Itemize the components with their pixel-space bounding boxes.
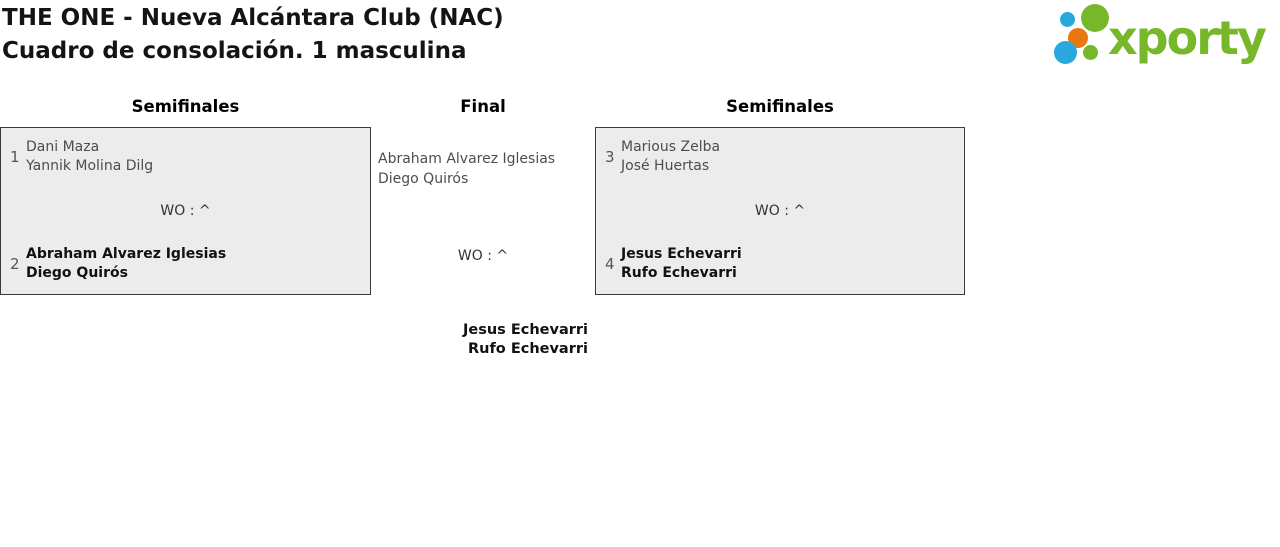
team-players: Jesus Echevarri Rufo Echevarri [621,245,742,283]
final-match-result: WO : ^ [457,248,509,264]
seed-number: 3 [605,148,615,166]
page-title-line2: Cuadro de consolación. 1 masculina [2,38,467,64]
logo-dot-green-large-icon [1081,4,1109,32]
team-seed-2-winner: 2 Abraham Alvarez Iglesias Diego Quirós [10,245,360,283]
match-result: WO : ^ [160,203,211,219]
round-header-final: Final [460,97,506,116]
final-top-team: Abraham Alvarez Iglesias Diego Quirós [378,150,555,189]
player-name: Diego Quirós [26,265,128,281]
logo-wordmark: xporty [1108,11,1267,65]
player-name: Jesus Echevarri [621,246,742,262]
logo-dot-blue-small-icon [1060,12,1075,27]
champion-team: Jesus Echevarri Rufo Echevarri [378,321,588,359]
match-semifinal-2: 3 Marious Zelba José Huertas WO : ^ 4 Je… [595,127,965,295]
seed-number: 1 [10,148,20,166]
page-title: THE ONE - Nueva Alcántara Club (NAC) Cua… [2,2,504,68]
player-name: Marious Zelba [621,139,721,155]
player-name: Rufo Echevarri [621,265,737,281]
match-semifinal-1: 1 Dani Maza Yannik Molina Dilg WO : ^ 2 … [0,127,371,295]
team-seed-1: 1 Dani Maza Yannik Molina Dilg [10,138,360,176]
player-name: Abraham Alvarez Iglesias [26,246,227,262]
player-name: Dani Maza [26,139,100,155]
player-name: Abraham Alvarez Iglesias [378,151,556,167]
xporty-logo[interactable]: xporty [1046,4,1276,70]
team-players: Abraham Alvarez Iglesias Diego Quirós [26,245,226,283]
logo-dot-blue-large-icon [1054,41,1077,64]
team-seed-3: 3 Marious Zelba José Huertas [605,138,954,176]
champion-player-name: Rufo Echevarri [468,341,588,357]
team-players: Marious Zelba José Huertas [621,138,720,176]
player-name: Diego Quirós [378,170,469,187]
team-seed-4-winner: 4 Jesus Echevarri Rufo Echevarri [605,245,954,283]
champion-player-name: Jesus Echevarri [462,322,588,338]
player-name: José Huertas [621,158,710,174]
round-header-semifinals-left: Semifinales [131,97,240,116]
logo-dot-green-small-icon [1083,45,1098,60]
team-players: Dani Maza Yannik Molina Dilg [26,138,153,176]
page-title-line1: THE ONE - Nueva Alcántara Club (NAC) [2,5,504,31]
seed-number: 4 [605,255,615,273]
match-result: WO : ^ [754,203,806,219]
player-name: Yannik Molina Dilg [26,158,154,174]
seed-number: 2 [10,255,20,273]
round-header-semifinals-right: Semifinales [726,97,834,116]
